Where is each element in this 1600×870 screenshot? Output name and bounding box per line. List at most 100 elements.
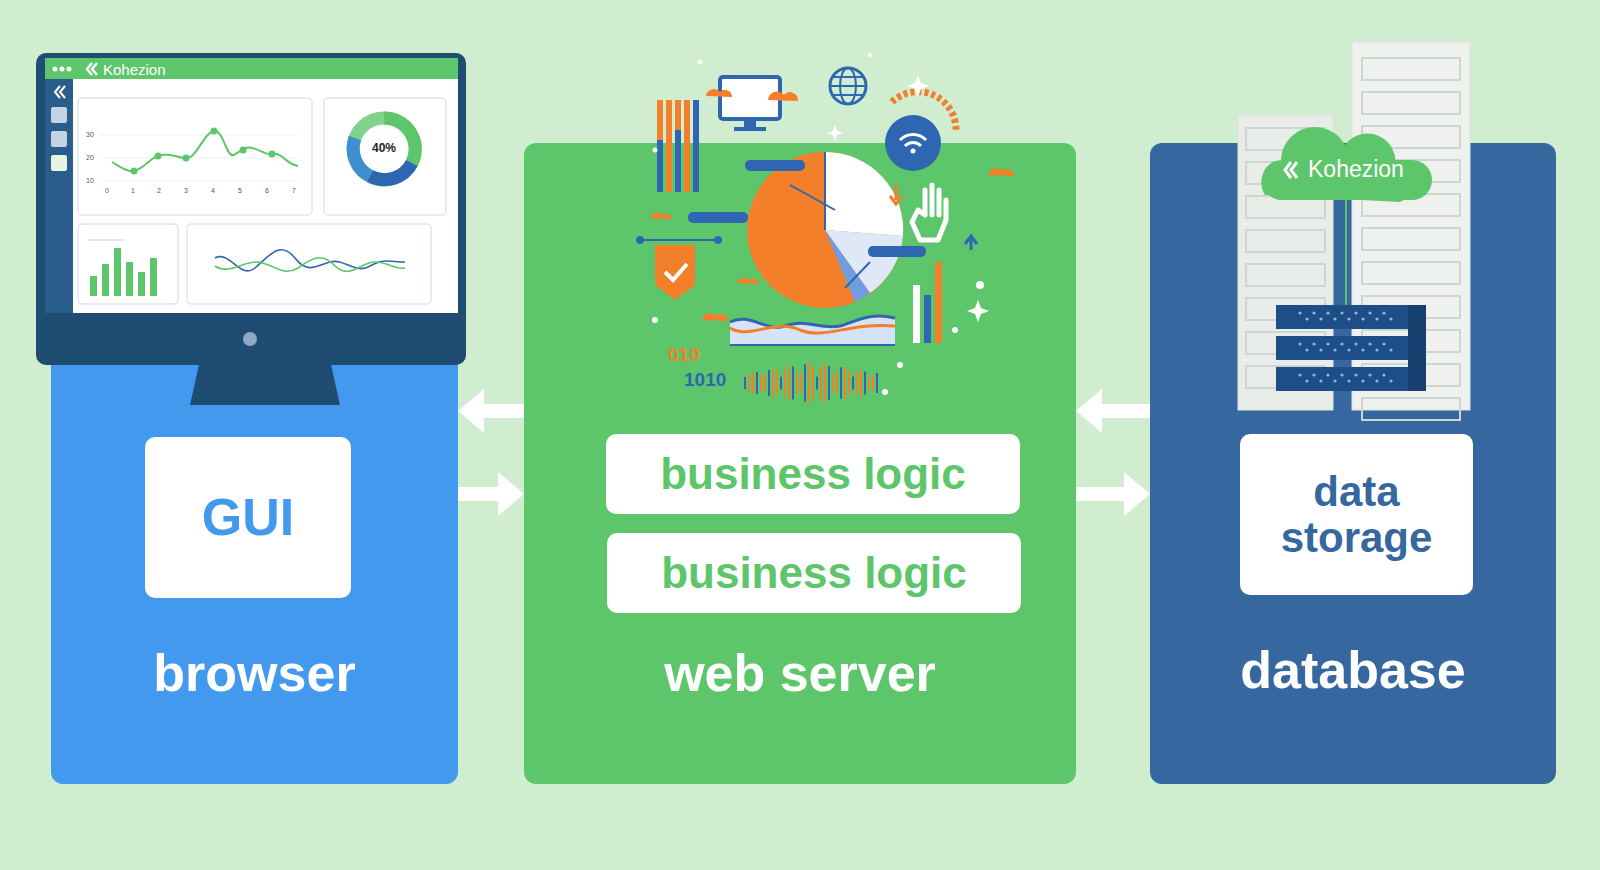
axis-tick: 20 [86,154,94,161]
monitor-illustration [243,332,257,346]
axis-tick: 1 [131,187,135,194]
analytics-illustration [824,152,826,230]
analytics-illustration [828,366,830,400]
server-illustration [1382,311,1385,314]
flow-arrow [458,389,484,433]
server-illustration [1362,58,1460,80]
axis-tick: 2 [157,187,161,194]
analytics-illustration [665,264,687,280]
analytics-illustration [976,281,984,289]
monitor-illustration [187,224,431,304]
monitor-illustration [215,258,405,272]
monitor-illustration [87,63,97,75]
server-illustration [1333,348,1336,351]
analytics-illustration [852,377,854,390]
panel-title: database [1150,640,1556,700]
axis-tick: 3 [184,187,188,194]
server-illustration [1298,342,1301,345]
monitor-illustration [45,58,458,313]
box-text: GUI [202,489,294,545]
binary-label: 1010 [684,370,726,389]
binary-label: 010 [668,345,700,364]
analytics-illustration [808,362,810,404]
analytics-illustration [840,367,842,398]
analytics-illustration [756,372,758,394]
axis-tick: 0 [105,187,109,194]
server-illustration [1319,379,1322,382]
monitor-illustration [100,181,298,182]
monitor-illustration [126,262,133,296]
analytics-illustration [730,325,895,333]
monitor-illustration [45,58,458,79]
analytics-illustration [760,375,762,391]
analytics-illustration [764,374,766,391]
server-illustration [1382,373,1385,376]
analytics-illustration [714,236,722,244]
monitor-illustration [155,153,162,160]
analytics-illustration [924,295,931,343]
monitor-illustration [190,360,340,405]
analytics-illustration [784,370,786,396]
server-illustration [1347,379,1350,382]
analytics-illustration [688,212,748,223]
analytics-illustration [872,375,874,391]
gui-box: GUI [145,437,351,598]
analytics-illustration [833,94,863,96]
analytics-illustration [640,239,718,241]
monitor-illustration [60,67,65,72]
monitor-illustration [370,163,412,180]
monitor-illustration [51,107,67,123]
analytics-illustration [856,372,858,395]
monitor-illustration [78,98,312,215]
monitor-illustration [53,67,58,72]
monitor-illustration [384,118,415,163]
analytics-illustration [800,372,802,394]
analytics-illustration [832,373,834,392]
flow-arrow [482,404,524,418]
server-illustration [1389,348,1392,351]
server-illustration [1354,342,1357,345]
analytics-illustration [666,100,672,192]
server-illustration [1354,311,1357,314]
analytics-illustration [845,262,870,288]
server-illustration [1362,262,1460,284]
analytics-illustration [768,370,770,396]
monitor-illustration [269,151,276,158]
analytics-illustration [752,372,754,394]
server-illustration [1319,317,1322,320]
logic-box: business logic [606,434,1020,514]
server-illustration [1298,311,1392,382]
server-illustration [1362,228,1460,250]
server-illustration [1326,311,1329,314]
monitor-illustration [183,155,190,162]
analytics-illustration [792,366,794,399]
server-illustration [1354,373,1357,376]
box-text: business logic [660,450,966,498]
server-illustration [1408,305,1426,391]
analytics-illustration [652,317,658,323]
analytics-illustration [913,285,920,343]
monitor-illustration [353,118,415,180]
monitor-illustration [67,67,72,72]
analytics-illustration [675,100,681,130]
server-illustration [1382,342,1385,345]
server-illustration [1276,336,1426,360]
analytics-illustration [734,127,766,131]
monitor-illustration [112,131,298,171]
server-illustration [1333,379,1336,382]
analytics-illustration [657,100,663,140]
analytics-illustration [744,377,746,389]
analytics-illustration [868,246,926,257]
server-illustration [1276,367,1426,391]
analytics-illustration [830,68,866,104]
axis-tick: 5 [238,187,242,194]
monitor-illustration [138,272,145,296]
analytics-illustration [876,373,878,393]
monitor-illustration [88,239,125,241]
axis-tick: 7 [292,187,296,194]
analytics-illustration [684,100,690,192]
server-illustration [1326,373,1329,376]
monitor-illustration [51,131,67,147]
analytics-illustration [952,327,958,333]
